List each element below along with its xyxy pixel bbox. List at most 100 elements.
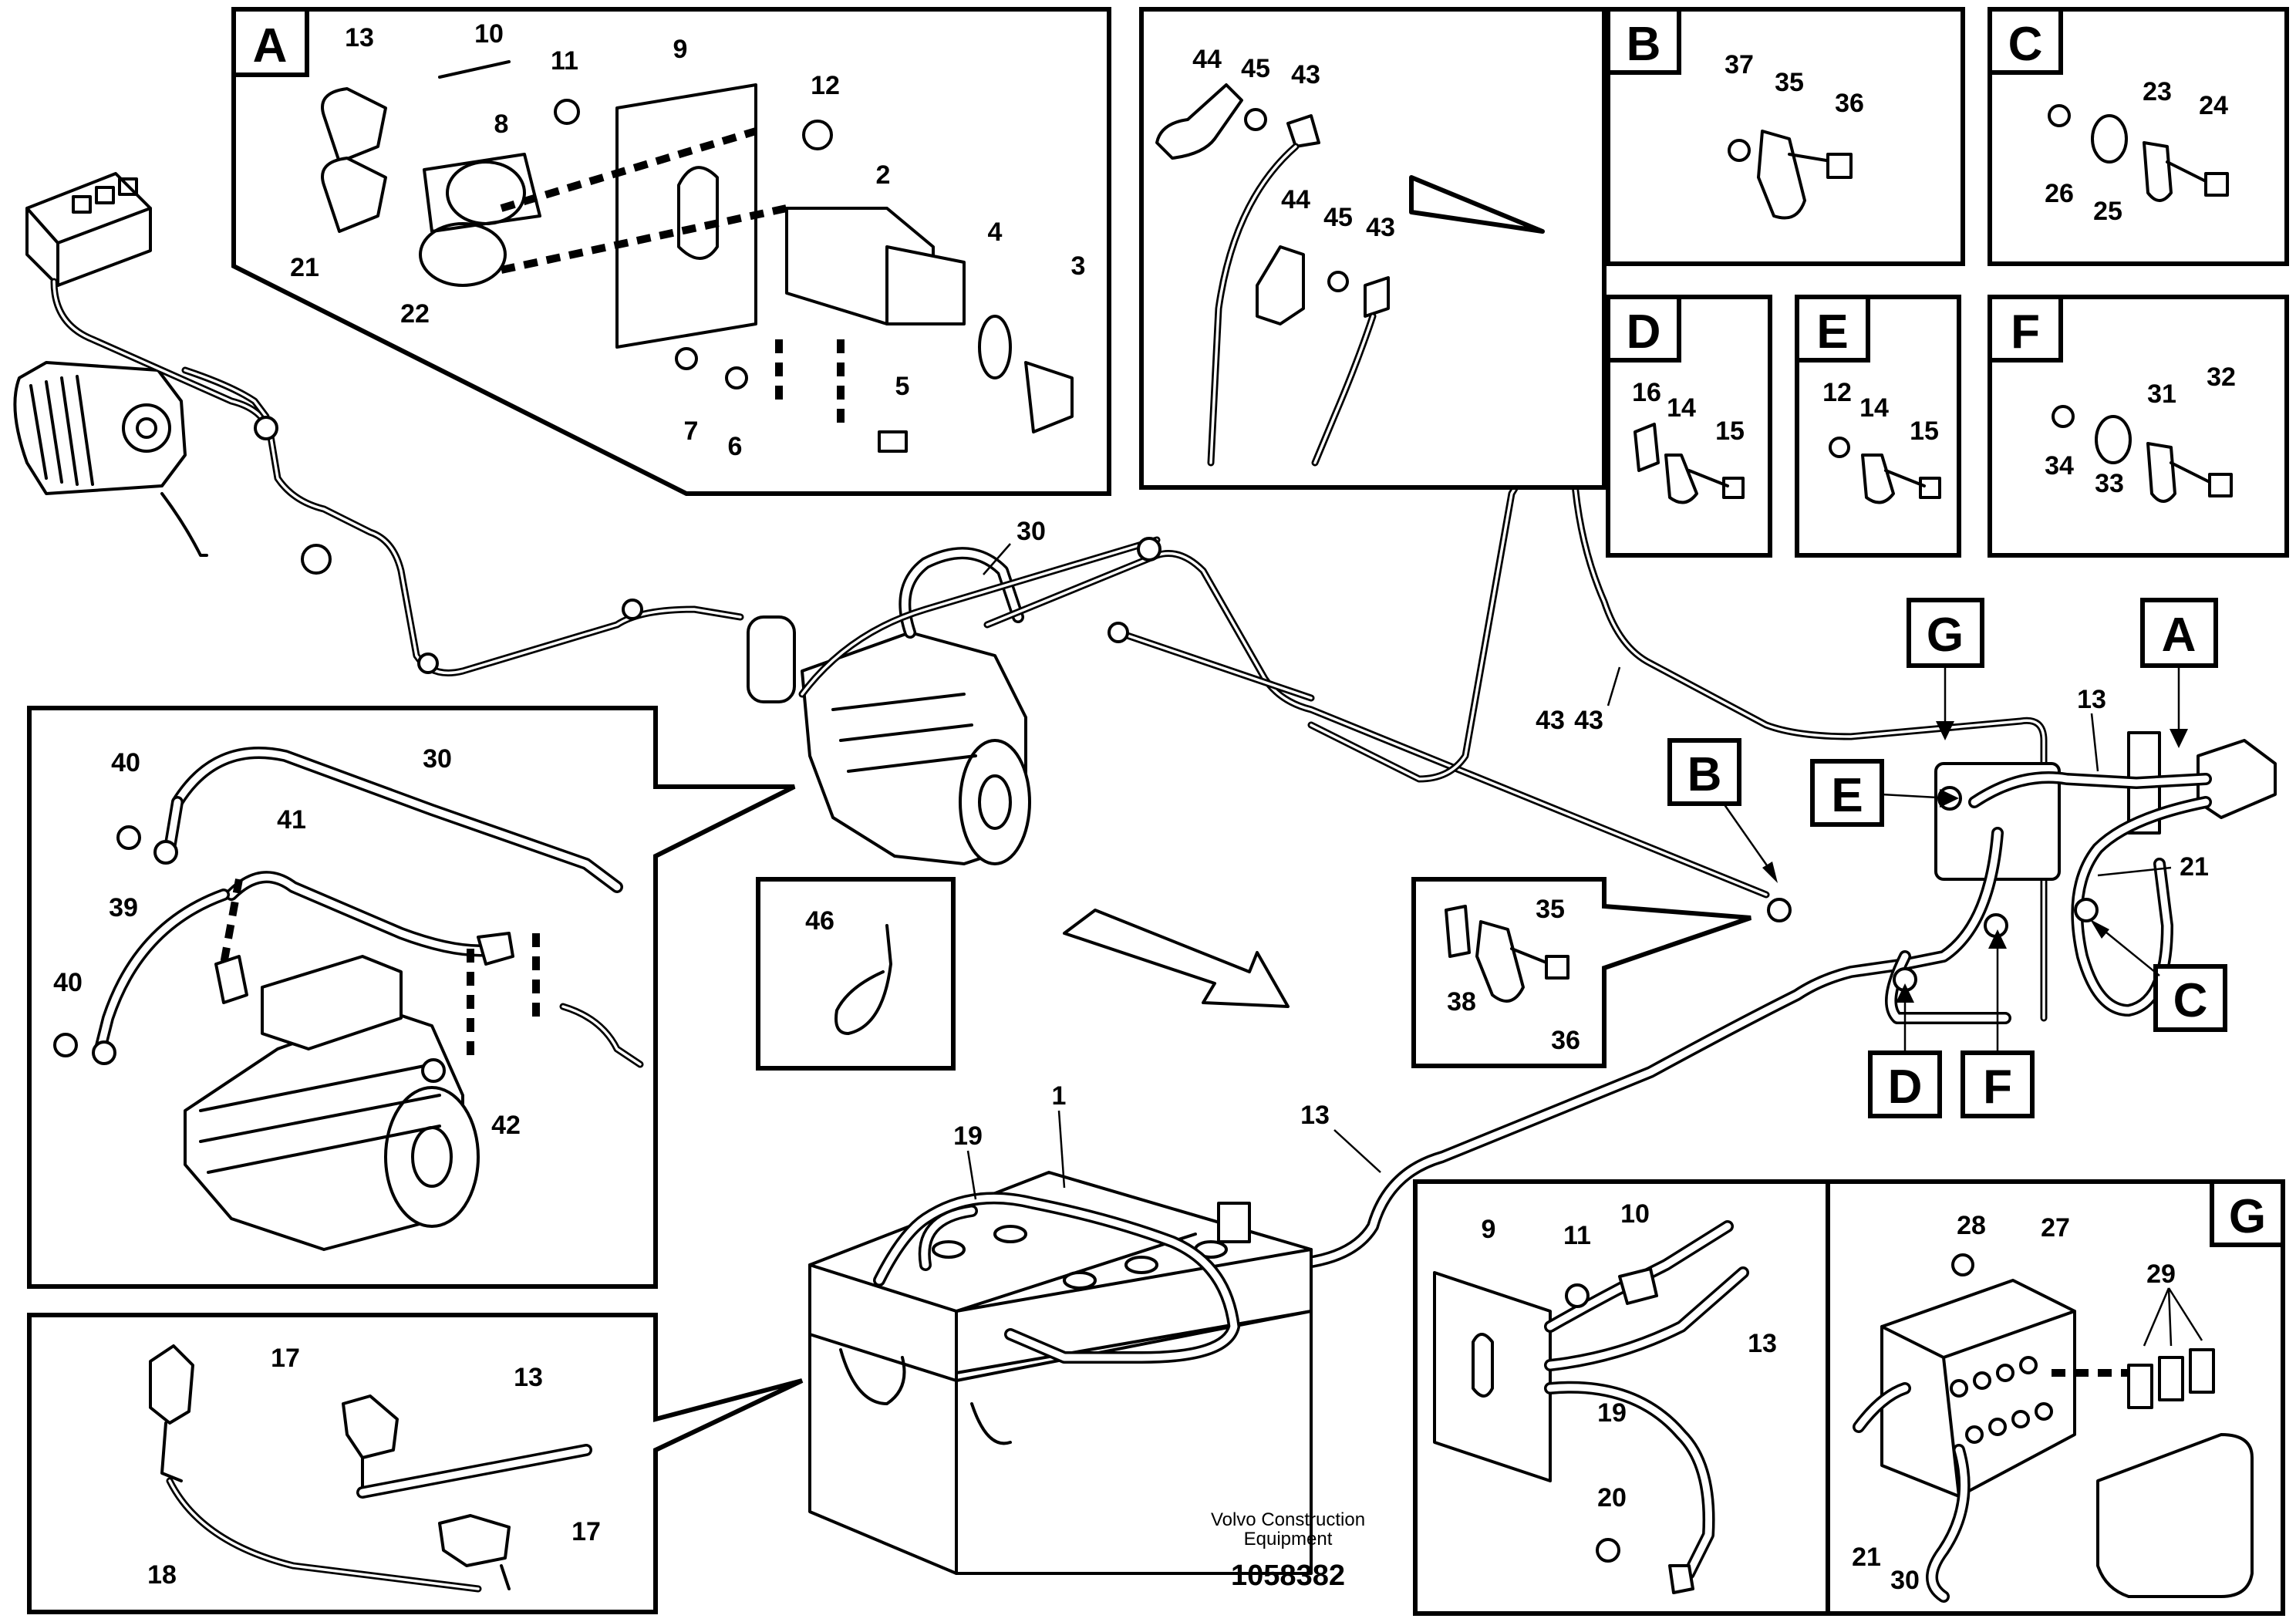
detail-box-battery-cables: 17 13 17 18 [27, 1313, 804, 1614]
footer-company-line1: Volvo Construction [1211, 1509, 1365, 1530]
label-a-9: 9 [673, 35, 688, 64]
label-c-25: 25 [2093, 197, 2122, 226]
label-38: 38 [1447, 987, 1476, 1017]
label-p-11: 11 [1563, 1221, 1591, 1250]
label-a-2: 2 [876, 160, 891, 190]
label-a-21: 21 [290, 253, 319, 282]
footer-company-line2: Equipment [1244, 1529, 1333, 1549]
label-main-43b: 43 [1574, 706, 1603, 735]
box-a-letter-frame [231, 7, 309, 77]
box-f-letter: F [2011, 305, 2040, 359]
callout-d-letter: D [1888, 1061, 1923, 1114]
label-a-3: 3 [1071, 251, 1086, 281]
label-p-10: 10 [1620, 1199, 1650, 1229]
label-b-35: 35 [1775, 68, 1804, 97]
label-main-21: 21 [2180, 852, 2209, 882]
footer-block: Volvo Construction Equipment 1058382 [1211, 1509, 1365, 1592]
alternator [13, 361, 208, 557]
detail-box-starter: 40 30 41 39 40 42 [27, 706, 796, 1289]
callout-f-letter: F [1983, 1061, 2012, 1114]
footer-drawing-number: 1058382 [1231, 1560, 1345, 1592]
label-e-12: 12 [1822, 378, 1852, 407]
label-p-9: 9 [1482, 1215, 1496, 1244]
detail-box-d: D 16 14 15 [1606, 295, 1772, 558]
label-13-bc: 13 [514, 1363, 543, 1392]
label-17a: 17 [271, 1344, 300, 1373]
detail-box-f: F 31 32 34 33 [1988, 295, 2289, 558]
box-b-letter: B [1627, 18, 1661, 71]
label-s-40b: 40 [53, 968, 83, 997]
callout-a: A [2140, 598, 2218, 748]
callout-g: G [1907, 598, 1984, 740]
callout-a-letter: A [2162, 609, 2197, 662]
detail-box-plate: 9 11 10 13 19 20 [1413, 1179, 1842, 1616]
label-c-26: 26 [2045, 179, 2074, 208]
label-main-1: 1 [1052, 1081, 1067, 1111]
label-44b: 44 [1281, 185, 1310, 214]
label-46: 46 [805, 906, 834, 936]
detail-box-g: G 28 27 29 21 30 [1826, 1179, 2285, 1616]
label-g-28: 28 [1957, 1211, 1986, 1240]
label-35: 35 [1536, 895, 1565, 924]
label-45b: 45 [1323, 203, 1353, 232]
detail-box-c: C 23 24 26 25 [1988, 7, 2289, 266]
label-s-39: 39 [109, 893, 138, 922]
label-36: 36 [1551, 1026, 1580, 1055]
label-f-31: 31 [2147, 379, 2176, 409]
label-44a: 44 [1192, 45, 1222, 74]
box-e-letter: E [1816, 305, 1848, 359]
label-main-30: 30 [1017, 517, 1046, 546]
label-g-30: 30 [1890, 1566, 1920, 1595]
box-g-letter: G [2229, 1190, 2266, 1243]
label-main-13b: 13 [1300, 1101, 1330, 1130]
callout-e-letter: E [1831, 769, 1863, 822]
detail-box-e: E 12 14 15 [1795, 295, 1961, 558]
label-s-42: 42 [491, 1111, 521, 1140]
detail-box-connectors: 44 45 43 44 45 43 [1139, 7, 1607, 490]
fuse-box [1934, 762, 2061, 881]
callout-f: F [1961, 929, 2035, 1118]
label-f-33: 33 [2095, 469, 2124, 498]
callout-c: C [2090, 919, 2227, 1032]
label-a-4: 4 [988, 218, 1003, 247]
box-a-letter: A [253, 19, 288, 73]
label-a-22: 22 [400, 299, 430, 329]
label-d-14: 14 [1667, 393, 1696, 423]
label-b-36: 36 [1835, 89, 1864, 118]
label-g-27: 27 [2041, 1213, 2070, 1243]
label-17b: 17 [571, 1517, 601, 1546]
label-main-43a: 43 [1536, 706, 1565, 735]
label-a-7: 7 [684, 416, 699, 446]
detail-box-cable-tie: 46 [756, 877, 956, 1071]
label-a-6: 6 [728, 432, 743, 461]
label-f-32: 32 [2207, 363, 2236, 392]
label-d-16: 16 [1632, 378, 1661, 407]
label-f-34: 34 [2045, 451, 2074, 481]
detail-box-a: A 13 10 11 9 12 8 2 4 3 21 22 7 6 [231, 7, 1111, 496]
label-s-30: 30 [423, 744, 452, 774]
detail-box-b: B 37 35 36 [1606, 7, 1965, 266]
label-p-20: 20 [1597, 1483, 1627, 1512]
harness-connector [25, 172, 152, 287]
callout-d: D [1868, 983, 1942, 1118]
label-43a: 43 [1291, 60, 1320, 89]
batteries [808, 1171, 1313, 1575]
label-18: 18 [147, 1560, 177, 1590]
label-a-12: 12 [811, 71, 840, 100]
starter-motor [747, 615, 1031, 865]
label-a-5: 5 [895, 372, 910, 401]
label-a-10: 10 [474, 19, 504, 49]
label-a-13: 13 [345, 23, 374, 52]
label-main-19: 19 [953, 1121, 983, 1151]
main-labels: 30 43 43 13 21 1 19 13 [953, 517, 2209, 1200]
callout-c-letter: C [2173, 974, 2208, 1027]
label-main-13a: 13 [2077, 685, 2106, 714]
callout-e: E [1810, 759, 1959, 827]
label-b-37: 37 [1725, 50, 1754, 79]
callout-b-letter: B [1687, 748, 1722, 801]
box-d-letter: D [1627, 305, 1661, 359]
label-p-19: 19 [1597, 1398, 1627, 1428]
label-d-15: 15 [1715, 416, 1745, 446]
label-g-21: 21 [1852, 1543, 1881, 1572]
